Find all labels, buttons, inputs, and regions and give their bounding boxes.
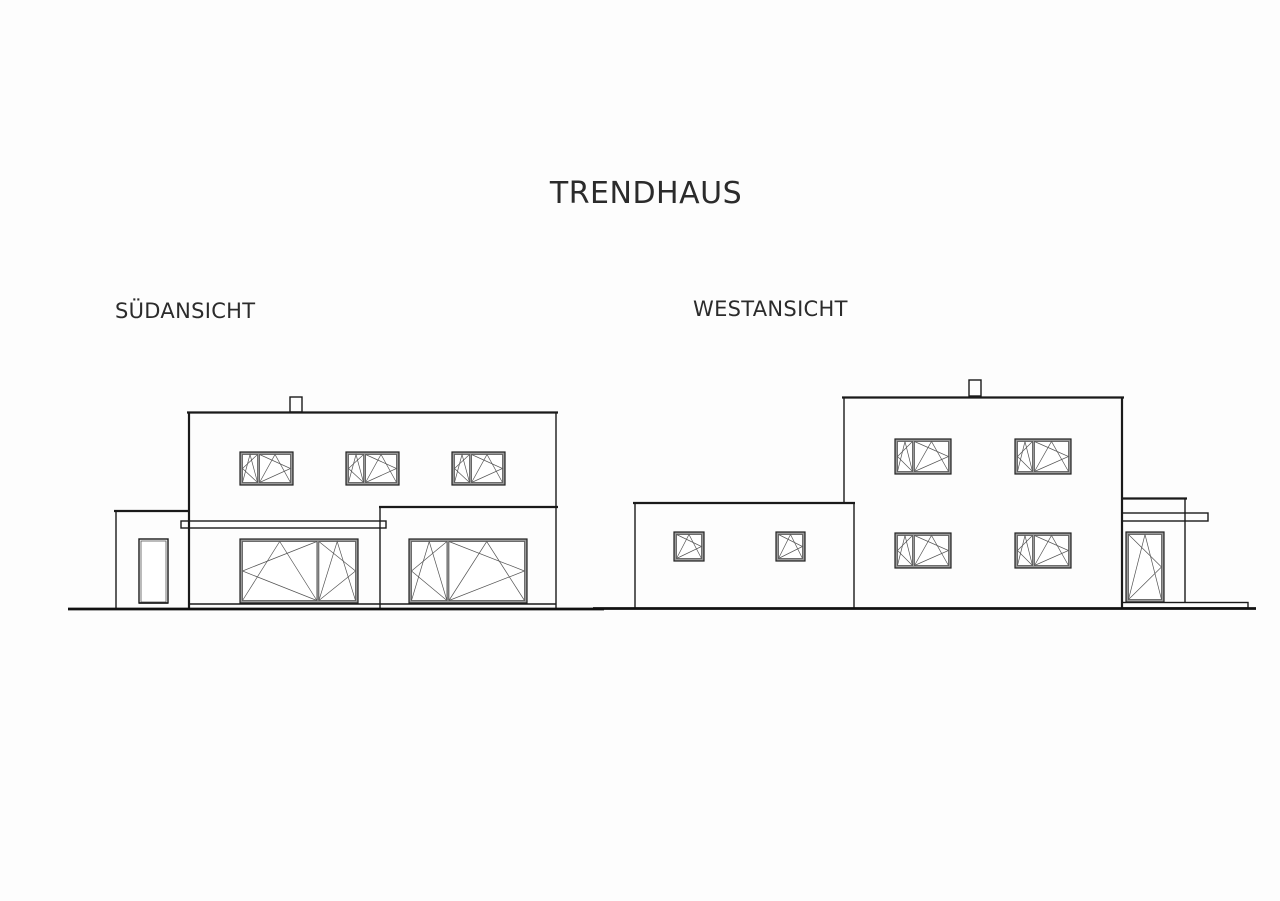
window (673, 531, 705, 562)
window-sash (242, 454, 258, 483)
window-sash (259, 454, 291, 483)
window-sash (242, 541, 318, 601)
window-sash (1128, 534, 1162, 600)
window (451, 451, 506, 486)
window (894, 532, 952, 569)
chimney (289, 396, 303, 413)
south-elevation-label: SÜDANSICHT (115, 299, 256, 323)
chimney (968, 379, 982, 397)
window-sash (914, 441, 949, 472)
window (345, 451, 400, 486)
window (1014, 532, 1072, 569)
drawing-title: TRENDHAUS (549, 176, 743, 211)
south-elevation (68, 396, 604, 611)
west-elevation (593, 379, 1256, 610)
window-sash (318, 541, 356, 601)
window (408, 538, 528, 604)
canopy (180, 520, 387, 529)
window-sash (897, 535, 913, 566)
window (894, 438, 952, 475)
west-elevation-label: WESTANSICHT (693, 297, 848, 321)
window-sash (676, 534, 702, 559)
window-sash (448, 541, 525, 601)
door-panel (140, 540, 167, 603)
window-sash (411, 541, 448, 601)
window (1014, 438, 1072, 475)
window (239, 538, 359, 604)
window-sash (348, 454, 364, 483)
window (239, 451, 294, 486)
window-sash (914, 535, 949, 566)
window-sash (454, 454, 470, 483)
window-sash (1017, 441, 1033, 472)
window-sash (1017, 535, 1033, 566)
window-sash (1034, 441, 1069, 472)
window-sash (471, 454, 503, 483)
window (1125, 531, 1165, 603)
window (775, 531, 806, 562)
window-sash (1034, 535, 1069, 566)
canopy (1121, 512, 1209, 522)
window-sash (897, 441, 913, 472)
window-sash (365, 454, 397, 483)
window-sash (778, 534, 803, 559)
